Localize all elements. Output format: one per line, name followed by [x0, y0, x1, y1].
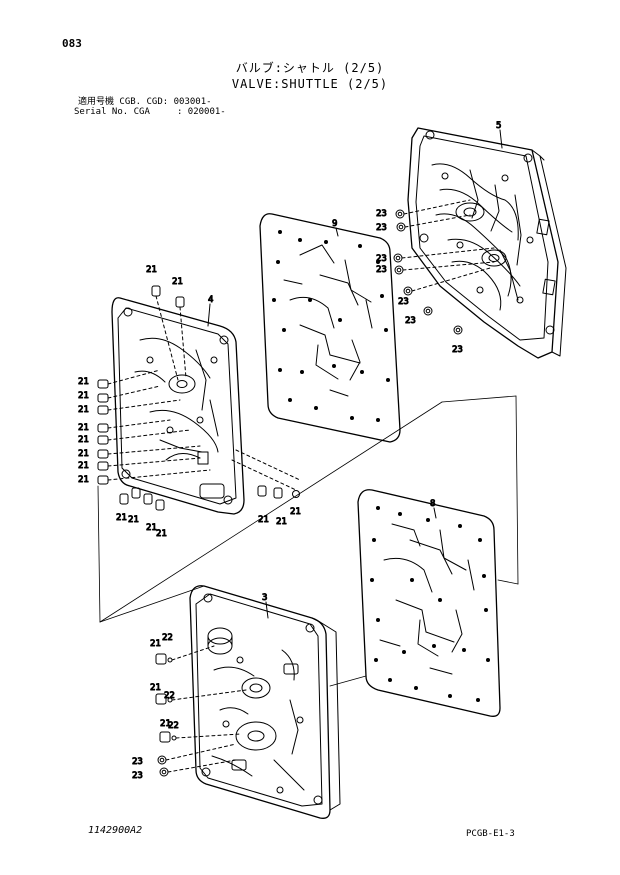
callout-9: 9: [332, 219, 337, 229]
callout-21-t: 21: [160, 719, 171, 729]
callout-23-i: 23: [132, 771, 143, 781]
callout-21-r: 21: [150, 639, 161, 649]
callout-21-j: 21: [78, 475, 89, 485]
callout-21-g: 21: [78, 435, 89, 445]
callout-21-b: 21: [172, 277, 183, 287]
callout-21-e: 21: [78, 405, 89, 415]
callout-8: 8: [430, 499, 435, 509]
callout-21-q: 21: [290, 507, 301, 517]
assembly-alignment-lines: [97, 395, 519, 687]
callout-23-c: 23: [376, 254, 387, 264]
callout-21-h: 21: [78, 449, 89, 459]
callout-5: 5: [496, 121, 501, 131]
callout-22-a: 22: [162, 633, 173, 643]
callout-22-b: 22: [164, 691, 175, 701]
callout-23-b: 23: [376, 223, 387, 233]
title-japanese: バルブ:シャトル (2/5): [235, 61, 385, 75]
callout-23-h: 23: [132, 757, 143, 767]
separator-plate-part-8: [357, 489, 501, 717]
callout-21-f: 21: [78, 423, 89, 433]
drawing-number: 1142900A2: [88, 825, 143, 836]
callout-3: 3: [262, 593, 267, 603]
title-english: VALVE:SHUTTLE (2/5): [231, 77, 389, 91]
callout-22-c: 22: [168, 721, 179, 731]
callout-23-d: 23: [376, 265, 387, 275]
callout-23-a: 23: [376, 209, 387, 219]
callout-21-a: 21: [146, 265, 157, 275]
separator-plate-part-9: [259, 213, 401, 443]
valve-body-part-4: [111, 297, 245, 515]
callout-4: 4: [208, 295, 213, 305]
valve-body-part-3: [189, 585, 341, 819]
callout-21-k: 21: [116, 513, 127, 523]
figure-code: PCGB-E1-3: [466, 829, 515, 839]
callout-21-l: 21: [128, 515, 139, 525]
callout-23-g: 23: [452, 345, 463, 355]
callout-23-e: 23: [398, 297, 409, 307]
callout-23-f: 23: [405, 316, 416, 326]
plugs-21-22-seals-23-group: [155, 645, 247, 777]
callout-21-o: 21: [258, 515, 269, 525]
page-number: 083: [62, 37, 82, 50]
callout-21-c: 21: [78, 377, 89, 387]
valve-body-part-5: [407, 127, 567, 359]
callout-21-d: 21: [78, 391, 89, 401]
callout-21-s: 21: [150, 683, 161, 693]
serial-line-en: Serial No. CGA : 020001-: [74, 107, 226, 117]
callout-21-n: 21: [156, 529, 167, 539]
callout-21-i: 21: [78, 461, 89, 471]
callout-21-p: 21: [276, 517, 287, 527]
plugs-21-group: [97, 285, 301, 511]
callout-21-m: 21: [146, 523, 157, 533]
seal-rings-23-group-upper: [393, 199, 495, 335]
serial-line-jp: 適用号機 CGB. CGD: 003001-: [78, 97, 212, 107]
